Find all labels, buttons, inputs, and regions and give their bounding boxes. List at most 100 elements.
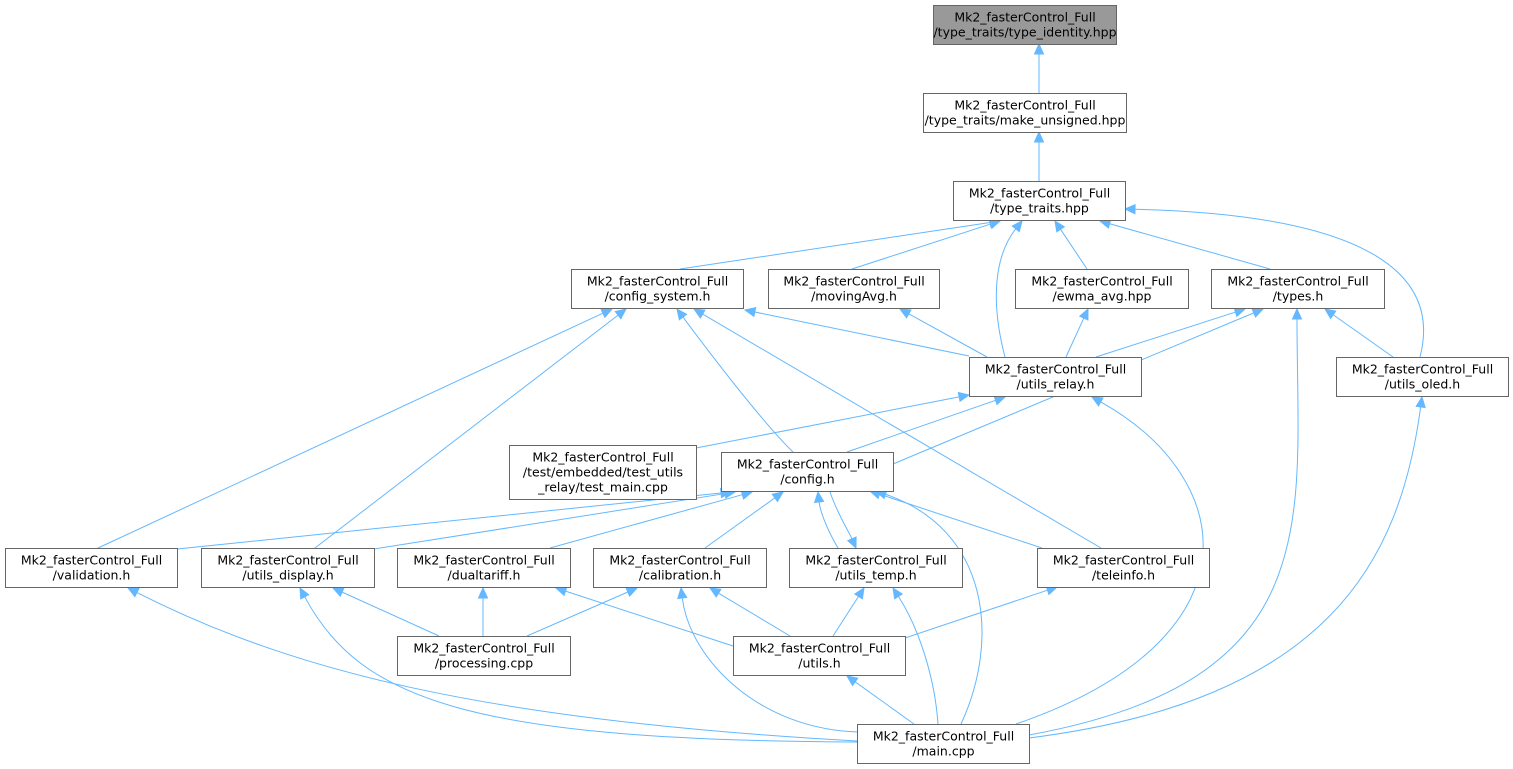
node-label-line: /ewma_avg.hpp bbox=[1053, 289, 1152, 304]
edge-utils-to-calibration bbox=[708, 587, 791, 637]
node-label-line: /config_system.h bbox=[605, 289, 711, 304]
node-processing[interactable]: Mk2_fasterControl_Full/processing.cpp bbox=[397, 636, 571, 676]
edge-line bbox=[373, 493, 726, 550]
arrowhead-icon bbox=[554, 586, 568, 597]
node-utils-temp[interactable]: Mk2_fasterControl_Full/utils_temp.h bbox=[789, 548, 963, 588]
node-utils-relay[interactable]: Mk2_fasterControl_Full/utils_relay.h bbox=[969, 357, 1142, 397]
arrowhead-icon bbox=[299, 586, 310, 600]
node-label-line: Mk2_fasterControl_Full bbox=[954, 10, 1095, 25]
node-utils-oled[interactable]: Mk2_fasterControl_Full/utils_oled.h bbox=[1336, 357, 1509, 397]
node-main[interactable]: Mk2_fasterControl_Full/main.cpp bbox=[857, 724, 1030, 764]
edge-utils_temp-to-config bbox=[813, 490, 839, 549]
edge-utils_relay-to-config_system bbox=[743, 306, 970, 357]
node-type-identity[interactable]: Mk2_fasterControl_Full/type_traits/type_… bbox=[933, 5, 1117, 45]
edge-utils-to-teleinfo bbox=[904, 585, 1059, 639]
edge-line bbox=[854, 681, 915, 725]
edge-processing-to-calibration bbox=[526, 587, 639, 637]
node-test-main[interactable]: Mk2_fasterControl_Full/test/embedded/tes… bbox=[509, 445, 697, 500]
node-box bbox=[1015, 269, 1189, 309]
node-label-line: /movingAvg.h bbox=[811, 289, 897, 304]
edge-config-to-config_system bbox=[676, 308, 794, 453]
edge-line bbox=[897, 596, 939, 725]
arrowhead-icon bbox=[743, 306, 757, 318]
nodes-layer: Mk2_fasterControl_Full/type_traits/type_… bbox=[5, 5, 1509, 764]
edge-line bbox=[314, 314, 619, 549]
node-teleinfo[interactable]: Mk2_fasterControl_Full/teleinfo.h bbox=[1037, 548, 1210, 588]
node-box bbox=[969, 357, 1142, 397]
edge-line bbox=[695, 396, 960, 449]
arrowhead-icon bbox=[331, 587, 345, 598]
node-label-line: /utils_display.h bbox=[242, 568, 333, 583]
edge-utils_relay-to-type_traits bbox=[995, 220, 1023, 358]
edge-types-to-type_traits bbox=[1098, 218, 1271, 270]
arrowhead-icon bbox=[1123, 203, 1136, 215]
edge-main-to-types bbox=[1028, 307, 1303, 736]
arrowhead-icon bbox=[1233, 307, 1247, 318]
node-ewma-avg[interactable]: Mk2_fasterControl_Full/ewma_avg.hpp bbox=[1015, 269, 1189, 309]
node-config-system[interactable]: Mk2_fasterControl_Full/config_system.h bbox=[571, 269, 744, 309]
edge-processing-to-utils_display bbox=[331, 587, 440, 637]
node-label-line: Mk2_fasterControl_Full bbox=[1053, 553, 1194, 568]
node-dualtariff[interactable]: Mk2_fasterControl_Full/dualtariff.h bbox=[397, 548, 571, 588]
node-box bbox=[1336, 357, 1509, 397]
arrowhead-icon bbox=[846, 675, 859, 687]
arrowhead-icon bbox=[771, 491, 784, 503]
node-label-line: /type_traits/make_unsigned.hpp bbox=[925, 113, 1126, 128]
node-box bbox=[721, 452, 894, 492]
edge-line bbox=[681, 597, 861, 733]
arrowhead-icon bbox=[993, 395, 1007, 406]
node-label-line: /validation.h bbox=[53, 568, 131, 583]
edge-line bbox=[832, 596, 859, 637]
node-label-line: Mk2_fasterControl_Full bbox=[217, 553, 358, 568]
node-box bbox=[5, 548, 178, 588]
edge-line bbox=[1028, 406, 1422, 739]
node-make-unsigned[interactable]: Mk2_fasterControl_Full/type_traits/make_… bbox=[923, 93, 1127, 133]
node-label-line: /main.cpp bbox=[912, 744, 974, 759]
node-label-line: Mk2_fasterControl_Full bbox=[1352, 362, 1493, 377]
edge-main-to-utils_oled bbox=[1028, 395, 1426, 739]
edge-line bbox=[1134, 208, 1424, 358]
edge-line bbox=[995, 228, 1017, 358]
node-movingAvg[interactable]: Mk2_fasterControl_Full/movingAvg.h bbox=[768, 269, 940, 309]
node-label-line: Mk2_fasterControl_Full bbox=[954, 98, 1095, 113]
edge-line bbox=[1095, 311, 1236, 358]
node-label-line: Mk2_fasterControl_Full bbox=[985, 362, 1126, 377]
node-utils-display[interactable]: Mk2_fasterControl_Full/utils_display.h bbox=[201, 548, 375, 588]
edge-line bbox=[704, 497, 776, 549]
node-box bbox=[933, 5, 1117, 45]
edge-ewma_avg-to-type_traits bbox=[1054, 219, 1088, 270]
arrowhead-icon bbox=[898, 308, 912, 319]
edge-line bbox=[1060, 229, 1088, 270]
node-types[interactable]: Mk2_fasterControl_Full/types.h bbox=[1211, 269, 1385, 309]
arrowhead-icon bbox=[676, 308, 688, 321]
arrowhead-icon bbox=[957, 391, 971, 403]
node-label-line: Mk2_fasterControl_Full bbox=[609, 553, 750, 568]
edge-line bbox=[718, 592, 791, 637]
node-label-line: /calibration.h bbox=[639, 568, 721, 583]
node-type-traits[interactable]: Mk2_fasterControl_Full/type_traits.hpp bbox=[953, 181, 1126, 221]
node-utils[interactable]: Mk2_fasterControl_Full/utils.h bbox=[733, 636, 906, 676]
edge-main-to-validation bbox=[126, 587, 858, 742]
node-box bbox=[593, 548, 767, 588]
arrowhead-icon bbox=[625, 587, 639, 598]
edge-line bbox=[1109, 223, 1271, 270]
node-box bbox=[571, 269, 744, 309]
arrowhead-icon bbox=[614, 308, 627, 320]
node-validation[interactable]: Mk2_fasterControl_Full/validation.h bbox=[5, 548, 178, 588]
node-label-line: _relay/test_main.cpp bbox=[537, 480, 668, 495]
node-label-line: Mk2_fasterControl_Full bbox=[21, 553, 162, 568]
node-label-line: /type_traits/type_identity.hpp bbox=[933, 25, 1116, 40]
node-box bbox=[397, 636, 571, 676]
edge-utils_relay-to-ewma_avg bbox=[1065, 307, 1089, 358]
edge-calibration-to-config bbox=[704, 491, 784, 549]
edge-utils_relay-to-types bbox=[1095, 307, 1247, 358]
edge-teleinfo-to-config_system bbox=[692, 308, 1102, 549]
arrowhead-icon bbox=[708, 587, 722, 598]
arrowhead-icon bbox=[853, 586, 865, 600]
node-label-line: Mk2_fasterControl_Full bbox=[805, 553, 946, 568]
node-label-line: Mk2_fasterControl_Full bbox=[587, 274, 728, 289]
node-config[interactable]: Mk2_fasterControl_Full/config.h bbox=[721, 452, 894, 492]
node-calibration[interactable]: Mk2_fasterControl_Full/calibration.h bbox=[593, 548, 767, 588]
edge-main-to-utils bbox=[846, 675, 915, 725]
